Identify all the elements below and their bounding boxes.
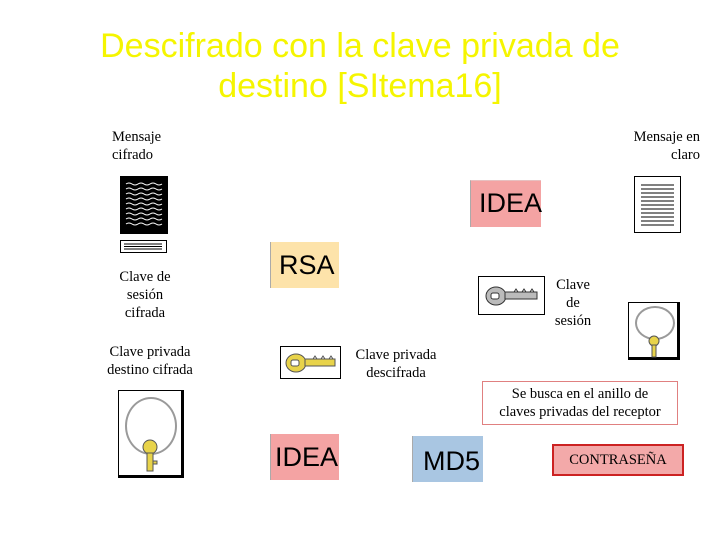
decrypted-private-key-label: Clave privada descifrada bbox=[348, 346, 444, 382]
idea-algorithm-box-top: IDEA bbox=[470, 180, 543, 227]
plain-message-label-line2: claro bbox=[671, 147, 700, 163]
cipher-message-label: Mensaje cifrado bbox=[112, 128, 192, 164]
encrypted-private-key-label: Clave privada destino cifrada bbox=[98, 343, 202, 379]
keyring-search-note-line2: claves privadas del receptor bbox=[499, 404, 661, 420]
keyring-search-note: Se busca en el anillo de claves privadas… bbox=[482, 381, 678, 425]
cipher-message-label-line1: Mensaje bbox=[112, 129, 162, 145]
idea-top-text: IDEA bbox=[479, 188, 543, 218]
key-ring-icon-large bbox=[118, 390, 184, 478]
md5-algorithm-box: MD5 bbox=[412, 436, 483, 482]
encrypted-session-key-icon bbox=[120, 240, 167, 253]
encrypted-private-key-label-line1: Clave privada bbox=[109, 344, 191, 360]
encrypted-session-key-label-line3: cifrada bbox=[124, 305, 166, 321]
key-icon-small bbox=[648, 335, 660, 358]
title-line-1: Descifrado con la clave privada de bbox=[100, 27, 620, 65]
cipher-document-icon bbox=[120, 176, 168, 234]
key-icon-large bbox=[142, 439, 158, 472]
cipher-message-label-line2: cifrado bbox=[112, 147, 154, 163]
decrypted-private-key-label-line2: descifrada bbox=[366, 365, 426, 381]
password-text: CONTRASEÑA bbox=[569, 452, 667, 468]
idea-bottom-text: IDEA bbox=[275, 442, 339, 472]
decrypted-private-key-label-line1: Clave privada bbox=[355, 347, 437, 363]
password-box: CONTRASEÑA bbox=[552, 444, 684, 476]
session-key-icon bbox=[478, 276, 545, 315]
md5-text: MD5 bbox=[423, 446, 481, 476]
encrypted-private-key-label-line2: destino cifrada bbox=[107, 362, 193, 378]
plain-message-label: Mensaje en claro bbox=[600, 128, 700, 164]
rsa-algorithm-box: RSA bbox=[270, 242, 339, 288]
plain-message-label-line1: Mensaje en bbox=[633, 129, 700, 145]
title-line-2: destino [SItema16] bbox=[218, 67, 502, 105]
session-key-label: Clave de sesión bbox=[548, 276, 598, 330]
plain-document-icon bbox=[634, 176, 681, 233]
session-key-label-line2: de bbox=[566, 295, 580, 311]
rsa-text: RSA bbox=[279, 250, 335, 280]
session-key-label-line1: Clave bbox=[556, 277, 590, 293]
key-ring-icon-small bbox=[628, 302, 680, 360]
slide-title: Descifrado con la clave privada de desti… bbox=[0, 26, 720, 106]
encrypted-session-key-label: Clave de sesión cifrada bbox=[100, 268, 190, 322]
session-key-label-line3: sesión bbox=[554, 313, 592, 329]
private-key-icon bbox=[280, 346, 341, 379]
keyring-search-note-line1: Se busca en el anillo de bbox=[511, 386, 649, 402]
idea-algorithm-box-bottom: IDEA bbox=[270, 434, 339, 480]
encrypted-session-key-label-line2: sesión bbox=[126, 287, 164, 303]
encrypted-session-key-label-line1: Clave de bbox=[119, 269, 171, 285]
